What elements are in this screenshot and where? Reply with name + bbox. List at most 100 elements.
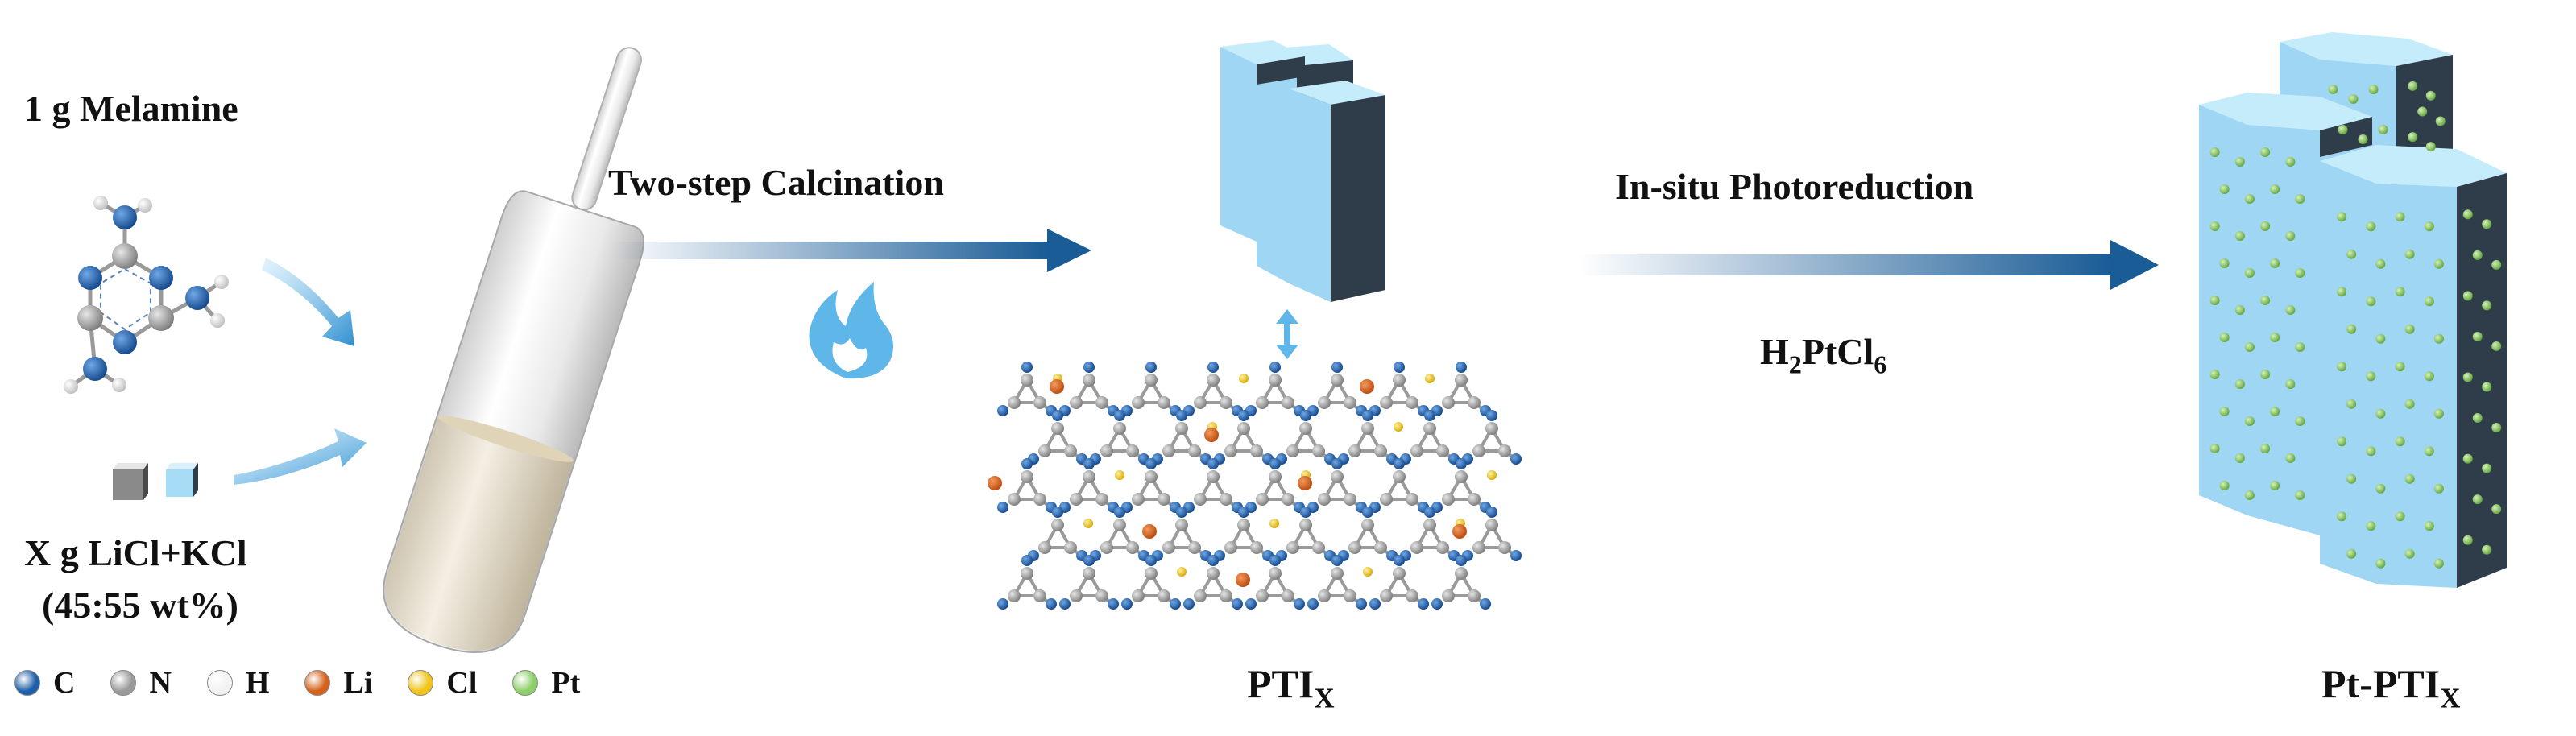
lattice-li-atom xyxy=(1236,573,1250,587)
lattice-n-atom xyxy=(1008,589,1021,602)
lattice-li-atom xyxy=(1298,476,1312,490)
pt-particle xyxy=(2244,268,2255,278)
lattice-c-atom xyxy=(1059,598,1071,610)
lattice-c-atom xyxy=(1269,362,1281,373)
pt-particle xyxy=(2482,382,2492,392)
lattice-n-atom xyxy=(1008,493,1021,506)
pt-particle xyxy=(2375,258,2386,269)
lattice-n-atom xyxy=(1331,470,1344,483)
lattice-c-atom xyxy=(1114,410,1125,421)
lattice-n-atom xyxy=(1485,519,1498,531)
lattice-n-atom xyxy=(1318,589,1331,602)
pt-pti-prisms xyxy=(2199,32,2507,588)
salt-label-line2: (45:55 wt%) xyxy=(42,585,238,626)
pt-particle xyxy=(2346,399,2357,409)
pt-particle xyxy=(2378,125,2388,134)
pt-pti-label: Pt-PTIX xyxy=(2321,660,2460,714)
pt-particle xyxy=(2368,85,2379,94)
lattice-n-atom xyxy=(1380,396,1393,409)
lattice-n-atom xyxy=(1083,470,1095,483)
pt-nanoparticles xyxy=(2209,81,2502,569)
pt-particle xyxy=(2209,444,2220,453)
pt-particle xyxy=(2260,296,2271,305)
pt-particle xyxy=(2337,436,2347,447)
pt-particle xyxy=(2328,85,2338,94)
lattice-c-atom xyxy=(1183,598,1195,610)
lattice-n-atom xyxy=(1344,589,1356,602)
lattice-c-atom xyxy=(1145,458,1157,469)
lattice-n-atom xyxy=(1132,589,1145,602)
lattice-n-atom xyxy=(1299,519,1312,531)
lattice-n-atom xyxy=(1361,519,1374,531)
pt-pti-main: Pt-PTI xyxy=(2321,661,2441,706)
pt-particle xyxy=(2270,407,2280,416)
pt-particle xyxy=(2404,399,2415,409)
pt-particle xyxy=(2425,90,2436,101)
lattice-n-atom xyxy=(1224,541,1237,554)
legend-item-li: Li xyxy=(304,665,372,701)
pt-particle xyxy=(2285,305,2296,315)
pt-particle xyxy=(2337,212,2347,222)
pt-particle xyxy=(2346,324,2357,334)
pt-particle xyxy=(2234,157,2245,167)
lattice-n-atom xyxy=(1095,493,1108,506)
lattice-c-atom xyxy=(1331,362,1343,373)
salt-label-line1: X g LiCl+KCl xyxy=(24,532,247,573)
lattice-n-atom xyxy=(1070,493,1083,506)
lattice-c-atom xyxy=(1431,598,1443,610)
lattice-c-atom xyxy=(1176,507,1187,518)
pt-particle xyxy=(2366,371,2376,382)
lattice-n-atom xyxy=(1410,444,1423,457)
lattice-n-atom xyxy=(1207,567,1220,580)
pt-particle xyxy=(2424,371,2434,382)
lattice-n-atom xyxy=(1207,374,1220,387)
pt-particle xyxy=(2433,558,2444,569)
legend-dot-h xyxy=(206,670,233,696)
legend-dot-li xyxy=(304,670,331,696)
pt-particle xyxy=(2285,379,2296,389)
lattice-n-atom xyxy=(1113,519,1126,531)
reagent-main: H xyxy=(1760,331,1789,372)
lattice-c-atom xyxy=(1480,598,1491,610)
pt-pti-sub: X xyxy=(2440,682,2461,714)
pt-particle xyxy=(2209,370,2220,379)
lattice-n-atom xyxy=(1282,493,1294,506)
lattice-c-atom xyxy=(997,502,1008,513)
lattice-c-atom xyxy=(1121,598,1133,610)
pt-particle xyxy=(2346,249,2357,259)
lattice-c-atom xyxy=(1021,362,1033,373)
pt-particle xyxy=(2433,333,2444,344)
legend-label-cl: Cl xyxy=(446,666,478,700)
lattice-n-atom xyxy=(1331,567,1344,580)
pt-particle xyxy=(2260,221,2271,231)
pt-particle xyxy=(2482,463,2492,473)
lattice-c-atom xyxy=(1307,598,1319,610)
lattice-n-atom xyxy=(1269,567,1282,580)
pt-particle xyxy=(2244,194,2255,204)
lattice-cl-atom xyxy=(1115,470,1124,480)
lattice-n-atom xyxy=(1331,374,1344,387)
pt-particle xyxy=(2219,481,2230,490)
lattice-n-atom xyxy=(1158,589,1170,602)
pt-particle xyxy=(2404,473,2415,484)
lattice-c-atom xyxy=(1331,555,1343,566)
lattice-n-atom xyxy=(1033,396,1046,409)
lattice-n-atom xyxy=(1145,567,1158,580)
lattice-c-atom xyxy=(1232,598,1243,610)
lattice-n-atom xyxy=(1468,589,1481,602)
pt-particle xyxy=(2337,511,2347,522)
pt-particle xyxy=(2462,209,2473,220)
lattice-n-atom xyxy=(1423,422,1436,435)
pt-particle xyxy=(2295,416,2305,426)
pti-prisms xyxy=(1220,40,1385,302)
melamine-molecule xyxy=(64,196,229,394)
lattice-c-atom xyxy=(1486,507,1497,518)
lattice-n-atom xyxy=(1070,589,1083,602)
pt-particle xyxy=(2462,291,2473,301)
lattice-c-atom xyxy=(1207,555,1219,566)
lattice-n-atom xyxy=(1380,589,1393,602)
pt-particle xyxy=(2395,511,2405,522)
pt-particle xyxy=(2346,473,2357,484)
lattice-n-atom xyxy=(1269,374,1282,387)
